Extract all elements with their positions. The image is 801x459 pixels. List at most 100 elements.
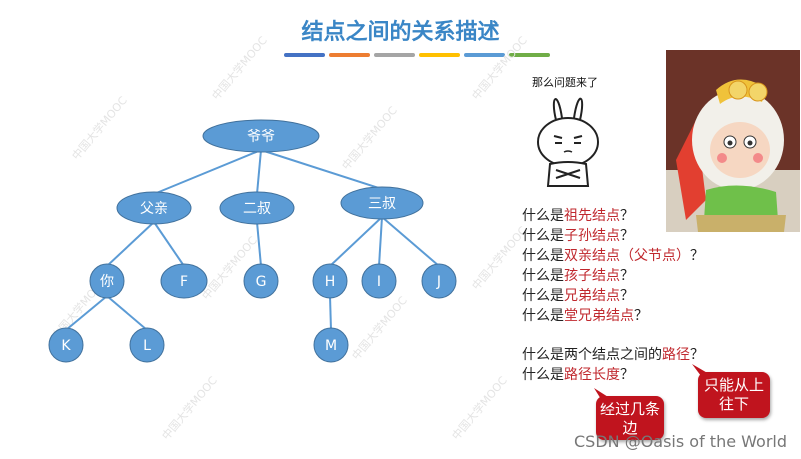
tree-node-shape bbox=[219, 191, 295, 225]
tree-node-label: 你 bbox=[100, 274, 114, 290]
relations-question-4: 什么是孩子结点？ bbox=[522, 266, 704, 286]
callout-edges-count-text: 经过几条边 bbox=[599, 400, 660, 437]
tree-node-shape bbox=[361, 263, 397, 299]
page-title: 结点之间的关系描述 bbox=[301, 20, 500, 45]
question-highlight: 孩子结点 bbox=[564, 268, 620, 284]
bunny-caption: 那么问题来了 bbox=[532, 76, 598, 89]
tree-node-shape bbox=[160, 263, 208, 299]
question-highlight: 双亲结点（父节点） bbox=[564, 248, 690, 264]
stripe-1 bbox=[284, 53, 325, 57]
question-highlight: 堂兄弟结点 bbox=[564, 308, 634, 324]
path-question-2: 什么是路径长度？ bbox=[522, 365, 704, 385]
stripe-2 bbox=[329, 53, 370, 57]
title-stripes bbox=[284, 53, 550, 58]
tree-node-G: G bbox=[243, 263, 279, 299]
question-prefix: 什么是 bbox=[522, 228, 564, 244]
tree-node-shape bbox=[243, 263, 279, 299]
stripe-6 bbox=[509, 53, 550, 57]
tree-node-label: 二叔 bbox=[243, 201, 271, 217]
question-suffix: ？ bbox=[690, 347, 704, 363]
tree-node-label: M bbox=[325, 338, 337, 354]
tree-edge-you-L bbox=[106, 295, 148, 331]
question-highlight: 路径长度 bbox=[564, 367, 620, 383]
question-prefix: 什么是 bbox=[522, 268, 564, 284]
question-suffix: ？ bbox=[620, 367, 634, 383]
bunny-sticker-icon bbox=[537, 97, 599, 187]
question-prefix: 什么是 bbox=[522, 208, 564, 224]
tree-node-label: L bbox=[143, 338, 151, 354]
tree-node-K: K bbox=[48, 327, 84, 363]
stripe-3 bbox=[374, 53, 415, 57]
tree-edge-uncle2-G bbox=[256, 221, 262, 267]
question-suffix: ？ bbox=[690, 248, 704, 264]
tree-node-shape bbox=[89, 263, 125, 299]
tree-node-father: 父亲 bbox=[116, 191, 192, 225]
tree-node-shape bbox=[48, 327, 84, 363]
question-suffix: ？ bbox=[620, 268, 634, 284]
question-highlight: 兄弟结点 bbox=[564, 288, 620, 304]
tree-edge-uncle3-H bbox=[329, 216, 383, 267]
path-question-1: 什么是两个结点之间的路径？ bbox=[522, 345, 704, 365]
tree-edge-root-father bbox=[153, 149, 262, 195]
tree-node-label: H bbox=[325, 274, 336, 290]
tree-node-L: L bbox=[129, 327, 165, 363]
question-highlight: 子孙结点 bbox=[564, 228, 620, 244]
relations-question-6: 什么是堂兄弟结点？ bbox=[522, 306, 704, 326]
tree-edge-father-F bbox=[153, 221, 185, 267]
tree-edge-H-M bbox=[329, 295, 332, 331]
tree-node-label: 父亲 bbox=[140, 201, 168, 217]
tree-node-label: I bbox=[377, 274, 381, 290]
relations-question-2: 什么是子孙结点？ bbox=[522, 226, 704, 246]
tree-node-label: G bbox=[256, 274, 267, 290]
tree-node-label: J bbox=[436, 274, 441, 290]
question-prefix: 什么是 bbox=[522, 308, 564, 324]
question-suffix: ？ bbox=[634, 308, 648, 324]
tree-node-uncle2: 二叔 bbox=[219, 191, 295, 225]
question-highlight: 祖先结点 bbox=[564, 208, 620, 224]
question-prefix: 什么是两个结点之间的 bbox=[522, 347, 662, 363]
tree-node-shape bbox=[313, 327, 349, 363]
tree-node-label: 三叔 bbox=[368, 196, 396, 212]
sheep-toy-image-icon bbox=[666, 50, 800, 232]
tree-node-H: H bbox=[312, 263, 348, 299]
tree-node-shape bbox=[202, 119, 320, 153]
tree-edge-uncle3-I bbox=[378, 216, 383, 267]
relations-question-3: 什么是双亲结点（父节点）？ bbox=[522, 246, 704, 266]
question-suffix: ？ bbox=[620, 228, 634, 244]
tree-node-label: K bbox=[61, 338, 71, 354]
tree-node-you: 你 bbox=[89, 263, 125, 299]
csdn-watermark: CSDN @Oasis of the World bbox=[573, 432, 787, 451]
tree-node-shape bbox=[129, 327, 165, 363]
question-suffix: ？ bbox=[620, 208, 634, 224]
tree-node-label: F bbox=[180, 274, 188, 290]
question-prefix: 什么是 bbox=[522, 248, 564, 264]
tree-edge-you-K bbox=[65, 295, 108, 331]
tree-node-shape bbox=[421, 263, 457, 299]
tree-edge-root-uncle3 bbox=[260, 149, 383, 190]
tree-node-M: M bbox=[313, 327, 349, 363]
question-suffix: ？ bbox=[620, 288, 634, 304]
question-prefix: 什么是 bbox=[522, 288, 564, 304]
relations-question-1: 什么是祖先结点？ bbox=[522, 206, 704, 226]
questions-gap bbox=[522, 326, 704, 345]
questions-group-path: 什么是两个结点之间的路径？什么是路径长度？ bbox=[522, 345, 704, 385]
tree-node-shape bbox=[116, 191, 192, 225]
tree-edge-uncle3-J bbox=[381, 216, 440, 267]
relations-question-5: 什么是兄弟结点？ bbox=[522, 286, 704, 306]
tree-node-shape bbox=[312, 263, 348, 299]
tree-node-root: 爷爷 bbox=[202, 119, 320, 153]
tree-node-F: F bbox=[160, 263, 208, 299]
tree-edges bbox=[65, 149, 440, 331]
callout-top-down: 只能从上往下 bbox=[698, 372, 770, 418]
callout-top-down-text: 只能从上往下 bbox=[703, 376, 764, 413]
tree-edge-root-uncle2 bbox=[256, 149, 262, 195]
callout-edges-tail-icon bbox=[594, 388, 616, 404]
tree-node-I: I bbox=[361, 263, 397, 299]
stripe-4 bbox=[419, 53, 460, 57]
tree-node-shape bbox=[340, 186, 424, 220]
question-highlight: 路径 bbox=[662, 347, 690, 363]
tree-node-J: J bbox=[421, 263, 457, 299]
tree-edge-father-you bbox=[106, 221, 155, 267]
callout-top-down-tail-icon bbox=[692, 364, 716, 380]
